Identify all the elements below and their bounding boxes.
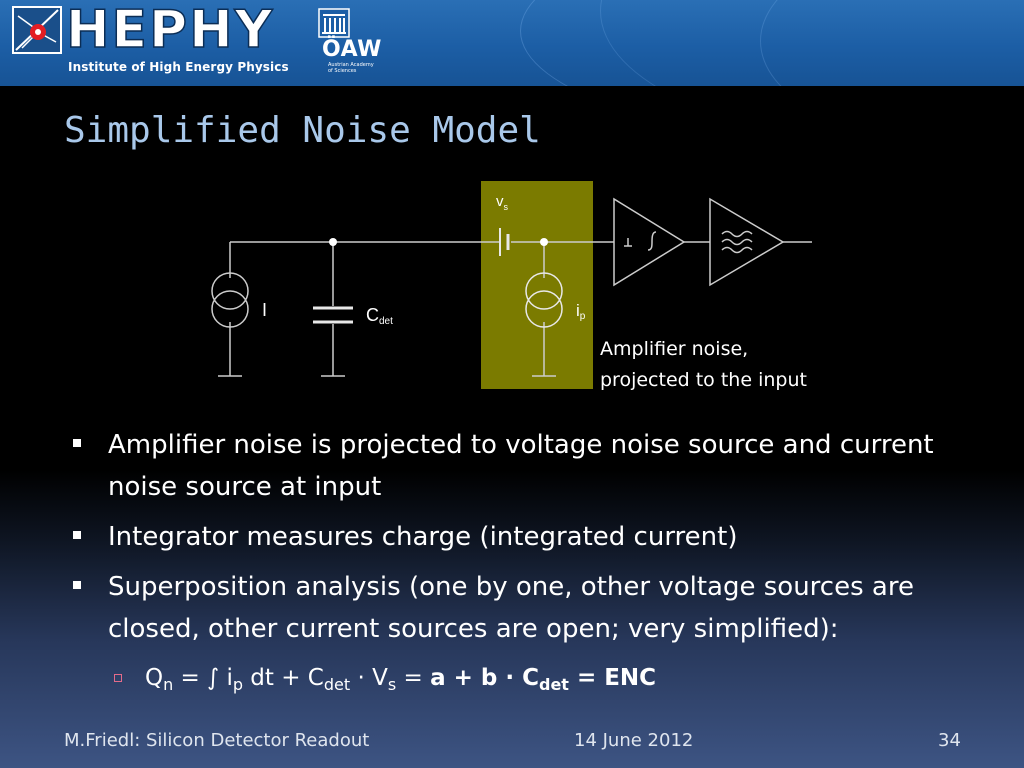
- current-source-ip-icon: [525, 272, 563, 328]
- voltage-source-vs-icon: [499, 228, 510, 256]
- formula-part: = ∫ i: [173, 665, 233, 691]
- bullet-square-icon: [73, 439, 81, 447]
- header-banner: HEPHY Institute of High Energy Physics Ö…: [0, 0, 1024, 86]
- formula-bold-part: a + b · C: [430, 665, 539, 691]
- label-vs-sub: s: [504, 202, 509, 212]
- label-vs-main: v: [496, 193, 504, 210]
- academy-subtitle-line: Austrian Academy: [328, 62, 374, 68]
- integrator-amplifier-icon: [613, 197, 686, 287]
- list-item: Amplifier noise is projected to voltage …: [70, 424, 960, 508]
- bullet-text: Integrator measures charge (integrated c…: [108, 522, 738, 552]
- footer-page-number: 34: [938, 730, 961, 751]
- bullet-square-icon: [73, 581, 81, 589]
- formula-sub: s: [387, 675, 397, 694]
- amplifier-noise-caption: Amplifier noise, projected to the input: [600, 334, 840, 396]
- label-cdet: Cdet: [366, 305, 393, 327]
- label-ip-main: i: [576, 301, 580, 320]
- formula-sub: det: [323, 675, 351, 694]
- academy-subtitle-line: of Sciences: [328, 68, 357, 74]
- formula-bold-part: = ENC: [568, 665, 657, 691]
- institute-subtitle: Institute of High Energy Physics: [68, 60, 289, 74]
- formula-part: dt + C: [242, 665, 324, 691]
- capacitor-cdet-icon: [313, 306, 353, 324]
- bullet-text: Superposition analysis (one by one, othe…: [108, 572, 914, 644]
- academy-abbreviation: ÖAW: [322, 37, 382, 62]
- label-vs: vs: [496, 193, 509, 212]
- bullet-list: Amplifier noise is projected to voltage …: [70, 424, 960, 698]
- label-cdet-main: C: [366, 305, 379, 325]
- footer-author: M.Friedl: Silicon Detector Readout: [64, 730, 370, 751]
- formula-bold-sub: det: [538, 675, 569, 694]
- noise-model-circuit: I Cdet vs ip: [211, 181, 812, 389]
- formula-part: =: [396, 665, 431, 691]
- label-ip: ip: [576, 301, 586, 322]
- hollow-bullet-icon: [114, 674, 122, 682]
- hephy-logo-text: HEPHY: [65, 0, 275, 60]
- slide-title: Simplified Noise Model: [64, 110, 541, 151]
- list-item: Superposition analysis (one by one, othe…: [70, 566, 960, 650]
- bullet-text: Amplifier noise is projected to voltage …: [108, 430, 934, 502]
- formula-item: Qn = ∫ ip dt + Cdet · Vs = a + b · Cdet …: [70, 658, 960, 698]
- junction-dot: [540, 238, 548, 246]
- formula-sub: p: [232, 675, 243, 694]
- junction-dot: [329, 238, 337, 246]
- formula-q: Q: [145, 665, 164, 691]
- caption-line: projected to the input: [600, 369, 807, 391]
- label-cdet-sub: det: [379, 316, 393, 327]
- hephy-logo-icon: [12, 6, 62, 54]
- academy-building-icon: [318, 8, 350, 38]
- caption-line: Amplifier noise,: [600, 338, 749, 360]
- list-item: Integrator measures charge (integrated c…: [70, 516, 960, 558]
- formula-sub: n: [163, 675, 174, 694]
- header-decoration: [760, 0, 1024, 86]
- circuit-wiring: [218, 241, 812, 377]
- footer-date: 14 June 2012: [574, 730, 694, 751]
- formula-part: · V: [350, 665, 388, 691]
- academy-subtitle: Austrian Academy of Sciences: [328, 62, 378, 74]
- label-ip-sub: p: [580, 311, 586, 322]
- bullet-square-icon: [73, 531, 81, 539]
- amplifier-noise-box: [481, 181, 593, 389]
- label-current-source: I: [262, 300, 267, 320]
- current-source-i-icon: [211, 272, 249, 328]
- shaper-filter-icon: [709, 197, 785, 287]
